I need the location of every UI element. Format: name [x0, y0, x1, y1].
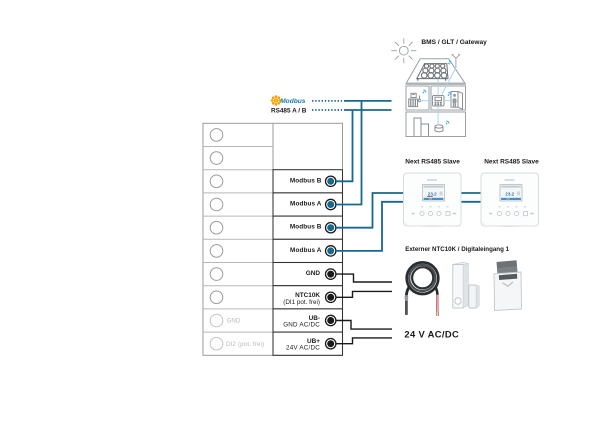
svg-text:Modbus B: Modbus B	[290, 177, 322, 184]
svg-text:Next RS485 Slave: Next RS485 Slave	[405, 159, 460, 166]
svg-text:23.2: 23.2	[428, 191, 437, 196]
svg-text:Modbus A: Modbus A	[290, 247, 322, 254]
svg-text:(DI1 pot. frei): (DI1 pot. frei)	[283, 299, 320, 306]
svg-text:24 V AC/DC: 24 V AC/DC	[404, 329, 459, 340]
svg-text:Next RS485 Slave: Next RS485 Slave	[484, 159, 539, 166]
svg-text:23.2: 23.2	[505, 191, 514, 196]
svg-text:BMS / GLT / Gateway: BMS / GLT / Gateway	[421, 39, 487, 46]
svg-text:Modbus: Modbus	[280, 98, 306, 105]
svg-text:GND: GND	[227, 318, 241, 325]
svg-text:Modbus B: Modbus B	[290, 224, 322, 231]
svg-text:Modbus A: Modbus A	[290, 201, 322, 208]
svg-text:Externer NTC10K / Digitaleinga: Externer NTC10K / Digitaleingang 1	[405, 246, 509, 253]
svg-text:GND AC/DC: GND AC/DC	[283, 322, 320, 329]
svg-text:RS485 A / B: RS485 A / B	[271, 107, 307, 114]
svg-text:GND: GND	[306, 270, 321, 277]
svg-text:24V AC/DC: 24V AC/DC	[286, 345, 320, 352]
svg-text:DI2 (pot. frei): DI2 (pot. frei)	[226, 341, 264, 348]
